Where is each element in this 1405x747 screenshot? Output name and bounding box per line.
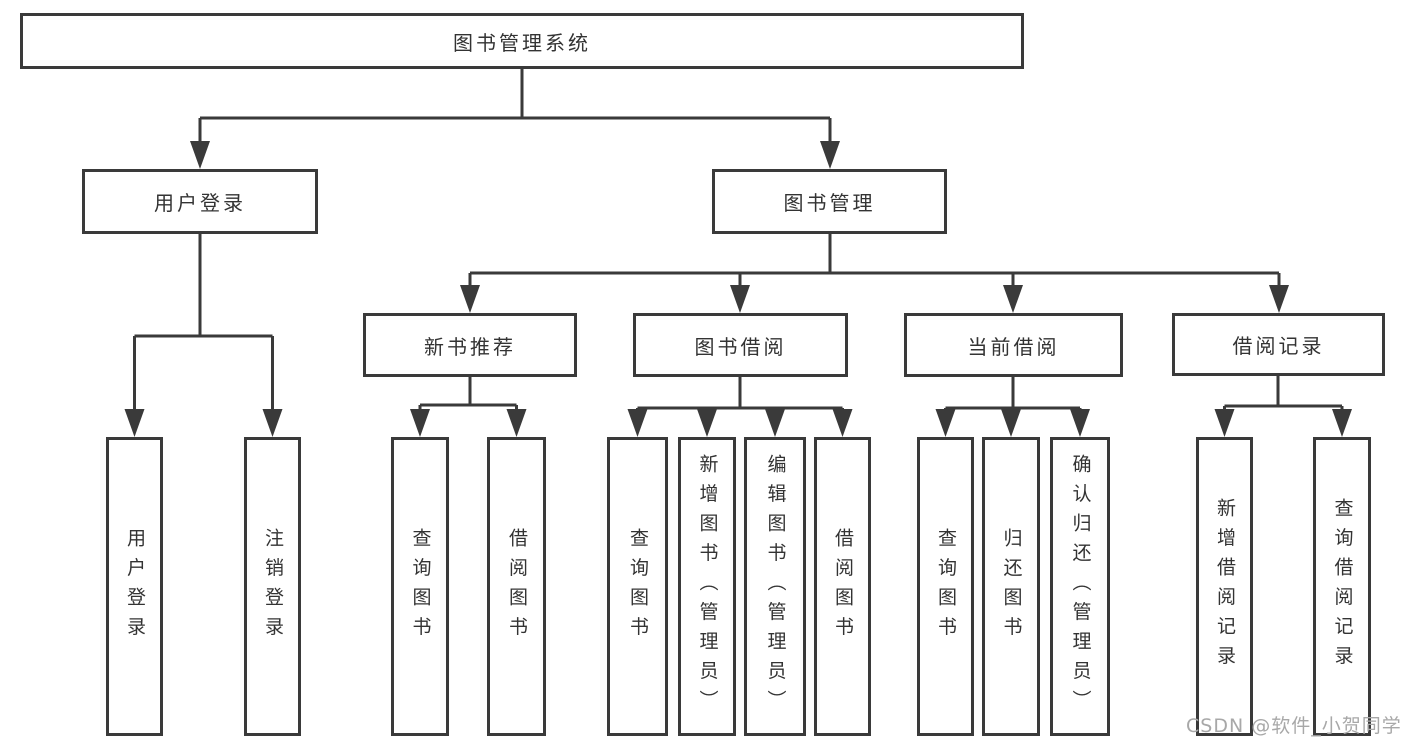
leaf-query-books-recommend: 查询图书 [391,437,449,736]
leaf-confirm-return-admin: 确认归还（管理员） [1050,437,1110,736]
leaf-confirm-return-admin-label: 确认归还（管理员） [1069,453,1092,720]
leaf-query-borrow-record-label: 查询借阅记录 [1331,498,1354,675]
node-user-login-label: 用户登录 [154,191,246,215]
leaf-edit-book-admin-label: 编辑图书（管理员） [764,453,787,720]
leaf-user-login: 用户登录 [106,437,163,736]
leaf-borrow-books: 借阅图书 [814,437,871,736]
leaf-query-books-current-label: 查询图书 [935,527,957,646]
watermark: CSDN @软件_小贺同学 [1186,715,1402,737]
arrowheads [124,141,1352,437]
leaf-query-books-recommend-label: 查询图书 [409,527,432,646]
leaf-logout: 注销登录 [244,437,301,736]
leaf-borrow-books-recommend: 借阅图书 [487,437,546,736]
leaf-borrow-books-label: 借阅图书 [832,527,854,646]
node-borrow-records: 借阅记录 [1172,313,1385,376]
leaf-query-borrow-record: 查询借阅记录 [1313,437,1371,736]
node-library-system-label: 图书管理系统 [453,30,591,55]
node-book-management: 图书管理 [712,169,947,234]
leaf-user-login-label: 用户登录 [124,527,146,646]
leaf-return-books-label: 归还图书 [1000,527,1023,646]
node-borrow-records-label: 借阅记录 [1232,334,1325,358]
node-new-book-recommend-label: 新书推荐 [424,334,516,359]
leaf-add-borrow-record: 新增借阅记录 [1196,437,1253,736]
node-library-system: 图书管理系统 [20,13,1024,69]
node-user-login: 用户登录 [82,169,318,234]
node-current-borrowing: 当前借阅 [904,313,1123,377]
leaf-add-borrow-record-label: 新增借阅记录 [1214,498,1236,675]
leaf-logout-label: 注销登录 [262,527,284,646]
node-book-management-label: 图书管理 [783,191,876,215]
node-current-borrowing-label: 当前借阅 [967,334,1060,359]
leaf-query-books-borrow: 查询图书 [607,437,668,736]
leaf-add-book-admin: 新增图书（管理员） [678,437,736,736]
leaf-return-books: 归还图书 [982,437,1040,736]
node-book-borrowing: 图书借阅 [633,313,848,377]
leaf-edit-book-admin: 编辑图书（管理员） [744,437,806,736]
leaf-borrow-books-recommend-label: 借阅图书 [506,527,528,646]
leaf-query-books-current: 查询图书 [917,437,974,736]
leaf-query-books-borrow-label: 查询图书 [627,527,649,646]
leaf-add-book-admin-label: 新增图书（管理员） [696,453,719,720]
node-book-borrowing-label: 图书借阅 [694,334,787,359]
node-new-book-recommend: 新书推荐 [363,313,577,377]
